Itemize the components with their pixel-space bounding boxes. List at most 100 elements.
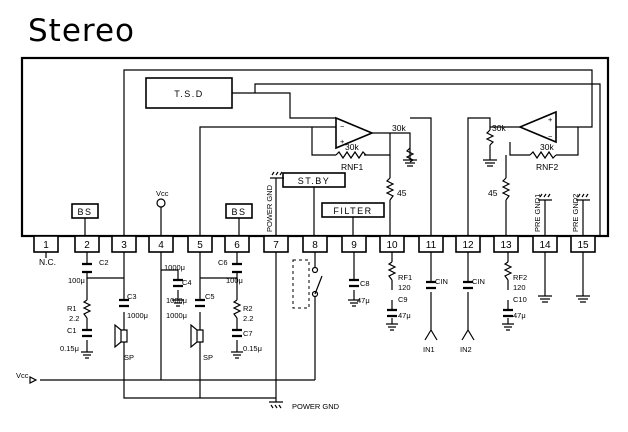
- pin-11-number: 11: [426, 240, 437, 251]
- wire-bs: [84, 218, 240, 236]
- pin-5-number: 5: [197, 240, 203, 251]
- label-pre-gnd2: PRE GND2: [571, 194, 580, 232]
- bs-left-label: BS: [77, 207, 92, 217]
- ground-icon-c1: [81, 351, 93, 359]
- label-30k-left: 30k: [392, 123, 406, 133]
- switch-contact-bottom: [311, 290, 319, 298]
- label-30k-rnf1: 30k: [345, 142, 359, 152]
- wire-amp1-out: [372, 132, 411, 160]
- pin-row: [33, 235, 596, 253]
- vcc-arrow-icon: [29, 376, 38, 384]
- wire-c4: [161, 269, 179, 300]
- rnf2-resistor: [529, 150, 557, 160]
- ground-icon-power: [269, 401, 283, 409]
- bs-right-label: BS: [231, 207, 246, 217]
- capacitor-c1: [82, 328, 92, 338]
- label-nc: N.C.: [39, 257, 56, 267]
- rnf1-resistor: [335, 150, 367, 160]
- label-c6: C6: [218, 258, 228, 267]
- power-gnd-rail: [123, 352, 276, 399]
- filter-label: FILTER: [333, 206, 372, 216]
- label-c2-value: 100μ: [68, 276, 85, 285]
- speaker-right-icon: [190, 323, 204, 349]
- tsd-label: T.S.D: [174, 89, 204, 99]
- label-vcc-top: Vcc: [156, 189, 169, 198]
- ground-icon-internal-2: [483, 159, 497, 167]
- ground-icon-c4: [172, 299, 184, 307]
- capacitor-cin-2: [463, 280, 473, 290]
- input-1-terminal-icon: [424, 329, 438, 341]
- ground-icon-pin14-ext: [538, 295, 552, 303]
- label-rnf2: RNF2: [536, 162, 558, 172]
- wire-stby-filter: [313, 187, 354, 236]
- capacitor-c10: [503, 308, 513, 318]
- label-c1: C1: [67, 326, 77, 335]
- wire-speakers: [123, 342, 201, 352]
- capacitor-c8: [349, 278, 359, 288]
- pin-10-number: 10: [386, 240, 398, 251]
- label-pre-gnd1: PRE GND1: [533, 194, 542, 232]
- label-c7-value: 0.15μ: [243, 344, 262, 353]
- wire-pin11: [410, 117, 432, 236]
- label-c4-value: 1000μ: [166, 296, 187, 305]
- ground-icon-pin14: [538, 193, 552, 236]
- label-rf1: RF1: [398, 273, 412, 282]
- amp1-plus: +: [340, 137, 345, 146]
- pin-15-number: 15: [577, 240, 589, 251]
- label-rnf1: RNF1: [341, 162, 363, 172]
- label-c8: C8: [360, 279, 370, 288]
- resistor-r1: [82, 299, 92, 319]
- capacitor-c9: [387, 308, 397, 318]
- label-c3-value: 1000μ: [127, 311, 148, 320]
- capacitors: [82, 262, 513, 338]
- label-c2: C2: [99, 258, 109, 267]
- label-rf2: RF2: [513, 273, 527, 282]
- resistor-rf1: [387, 261, 397, 281]
- standby-switch-frame: [292, 259, 310, 309]
- pin-9-number: 9: [351, 240, 357, 251]
- label-sp-right: SP: [203, 353, 213, 362]
- ground-icon-internal-1: [403, 159, 417, 167]
- label-power-gnd-vertical: POWER GND: [265, 184, 274, 232]
- pin-1-number: 1: [43, 240, 49, 251]
- capacitor-c3: [119, 298, 129, 308]
- capacitor-c7: [232, 328, 242, 338]
- tsd-block: [145, 77, 233, 109]
- label-c9: C9: [398, 295, 408, 304]
- label-r1-value: 2.2: [69, 314, 79, 323]
- label-c5: C5: [205, 292, 215, 301]
- label-c8-value: 47μ: [357, 296, 370, 305]
- label-r2: R2: [243, 304, 253, 313]
- label-c4-top-value: 1000μ: [164, 263, 185, 272]
- ic-outline: [20, 56, 610, 238]
- wire-pin3-to-amp2: [123, 69, 593, 236]
- wire-pin12: [467, 117, 491, 236]
- pin-3-number: 3: [121, 240, 127, 251]
- ground-icon-pin7: [270, 171, 284, 179]
- label-c1-value: 0.15μ: [60, 344, 79, 353]
- label-30k-right: 30k: [492, 123, 506, 133]
- label-c4: C4: [182, 278, 192, 287]
- label-cin-2: CIN: [472, 277, 485, 286]
- wire-tsd: [232, 92, 336, 119]
- capacitor-cin-1: [426, 280, 436, 290]
- ground-icon-c10: [502, 323, 514, 331]
- resistor-rf2: [503, 261, 513, 281]
- label-45-right: 45: [488, 188, 498, 198]
- page-title: Stereo: [28, 13, 135, 49]
- amp1-minus: −: [340, 122, 345, 131]
- label-rf2-value: 120: [513, 283, 526, 292]
- capacitor-c4: [173, 278, 183, 288]
- ground-icon-pin15-ext: [576, 295, 590, 303]
- ground-icon-pin15: [576, 193, 590, 236]
- label-cin-1: CIN: [435, 277, 448, 286]
- input-2-terminal-icon: [461, 329, 475, 341]
- pin-2-number: 2: [84, 240, 90, 251]
- 30k-right-resistor: [485, 129, 495, 146]
- pin-14-number: 14: [539, 240, 551, 251]
- label-c7: C7: [243, 329, 253, 338]
- wire-tsd-right: [254, 83, 601, 236]
- wire-rnf2: [490, 126, 579, 156]
